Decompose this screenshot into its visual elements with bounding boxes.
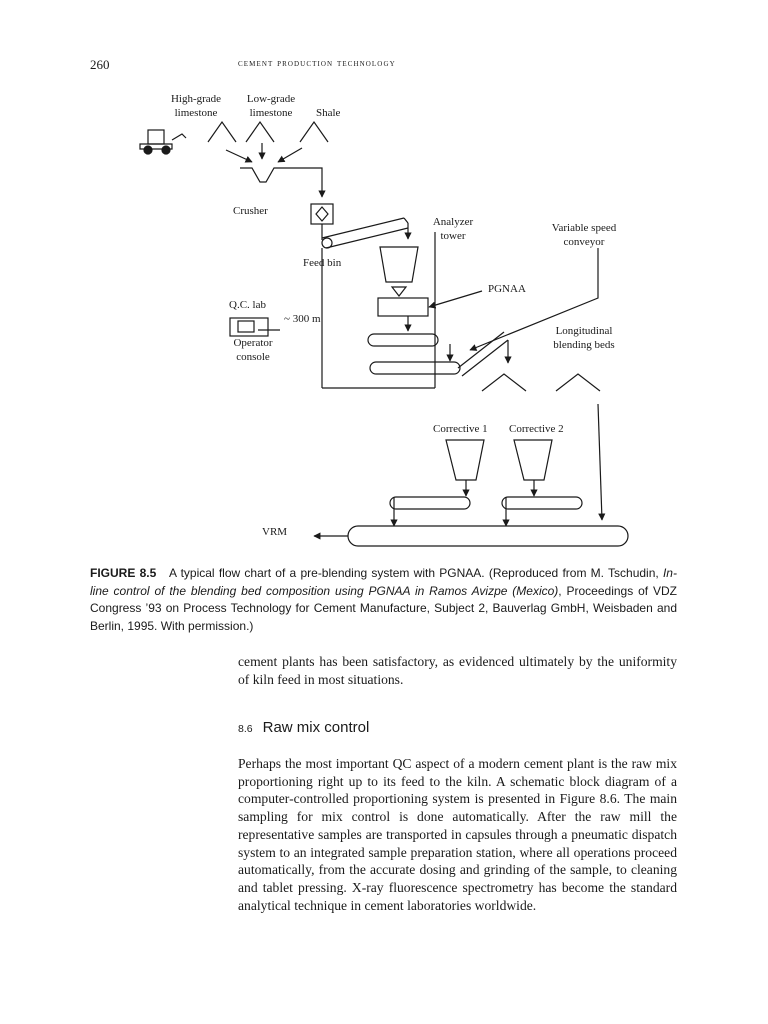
label-variable-speed-conveyor: Variable speed conveyor <box>551 222 617 248</box>
stockpile-high-grade <box>207 120 237 143</box>
stockpile-low-grade <box>245 120 275 143</box>
blending-bed-2 <box>555 373 601 392</box>
label-longitudinal-blending-beds: Longitudinal blending beds <box>553 325 615 351</box>
flow-chart-figure: High-grade limestone Low-grade limestone… <box>90 86 680 556</box>
section-number: 8.6 <box>238 723 253 735</box>
label-operator-console: Operator console <box>233 337 273 363</box>
label-shale: Shale <box>316 107 341 119</box>
label-corrective-2: Corrective 2 <box>509 423 564 435</box>
main-conveyor <box>347 525 629 547</box>
paragraph-continuation: cement plants has been satisfactory, as … <box>238 654 677 687</box>
label-crusher: Crusher <box>233 205 268 217</box>
section-title: Raw mix control <box>262 719 370 736</box>
label-distance: ~ 300 m <box>284 313 321 325</box>
label-analyzer-tower: Analyzer tower <box>432 216 474 242</box>
operator-console-icon <box>229 317 269 337</box>
caption-text-2: , Proceedings of VDZ Congress ’93 on Pro… <box>90 583 677 633</box>
stockpile-shale <box>299 120 329 143</box>
label-vrm: VRM <box>262 526 288 538</box>
corrective-2-bin <box>513 439 553 481</box>
hopper <box>240 167 314 183</box>
caption-text-1: A typical flow chart of a pre-blending s… <box>168 566 663 580</box>
label-pgnaa: PGNAA <box>488 283 526 295</box>
page-number: 260 <box>90 57 110 72</box>
running-title: Cement Production Technology <box>238 58 396 69</box>
corrective-1-bin <box>445 439 485 481</box>
flow-chart-drawing <box>139 120 629 547</box>
section-heading: 8.6 Raw mix control <box>238 719 369 736</box>
label-feed-bin: Feed bin <box>303 257 342 269</box>
blending-bed-1 <box>481 373 527 392</box>
paragraph-raw-mix-control: Perhaps the most important QC aspect of … <box>238 756 677 913</box>
label-qc-lab: Q.C. lab <box>229 299 266 311</box>
label-high-grade: High-grade limestone <box>170 93 222 119</box>
caption-italic-title: In-line control of the blending bed comp… <box>90 566 677 598</box>
loader-icon <box>139 129 187 155</box>
page-header: 260 Cement Production Technology <box>90 57 680 73</box>
caption-label: FIGURE 8.5 <box>90 566 157 580</box>
pgnaa-unit <box>377 297 429 317</box>
figure-caption: FIGURE 8.5 A typical flow chart of a pre… <box>90 565 677 635</box>
label-corrective-1: Corrective 1 <box>433 423 488 435</box>
analyzer-bin <box>379 246 419 283</box>
label-low-grade: Low-grade limestone <box>246 93 296 119</box>
